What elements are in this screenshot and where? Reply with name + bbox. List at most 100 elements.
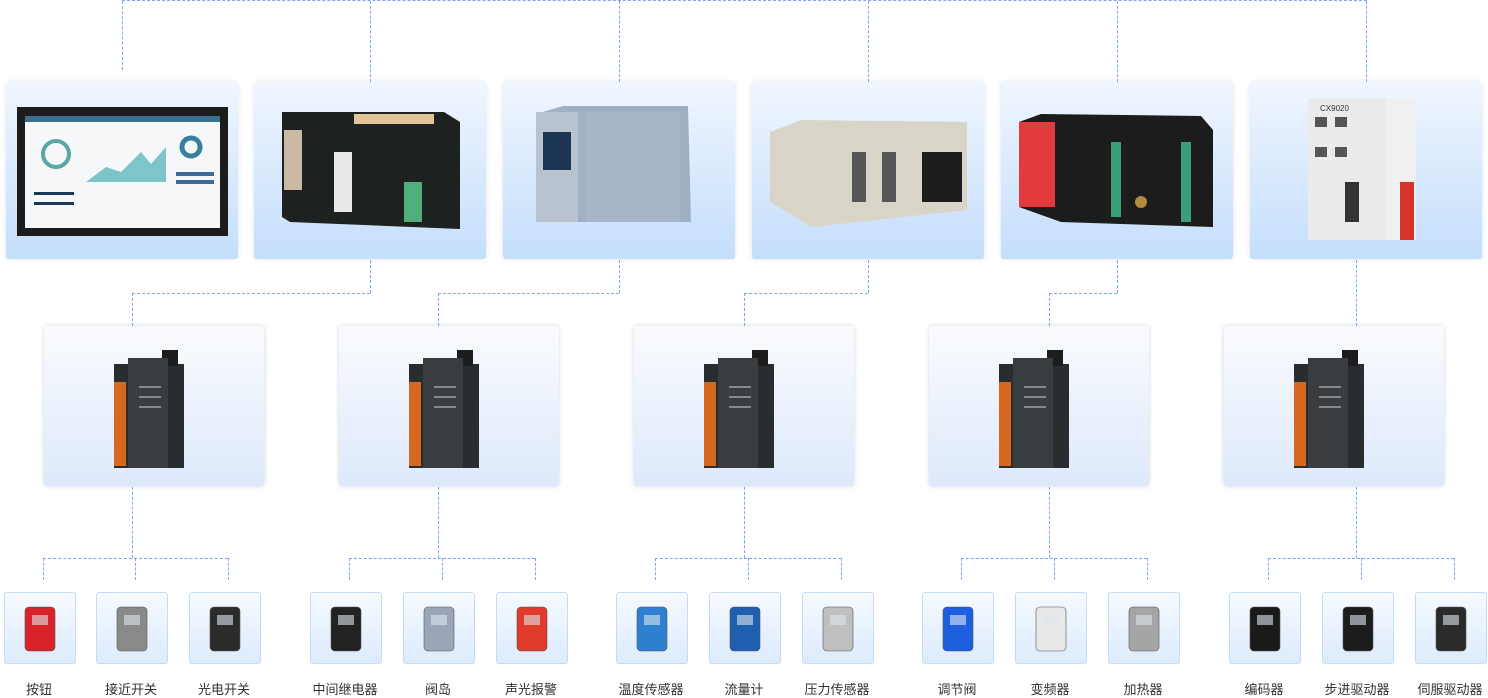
connector-line (619, 1, 620, 82)
rack-red-device-image (1001, 82, 1233, 263)
connector-line (961, 558, 962, 580)
connector-line (349, 558, 350, 580)
field-device-image (710, 593, 780, 667)
connector-line (1117, 260, 1118, 293)
connector-line (135, 558, 136, 580)
field-device-card[interactable] (922, 592, 994, 664)
connector-line (744, 487, 745, 558)
field-device-label: 步进驱动器 (1324, 683, 1390, 698)
field-device-card[interactable] (709, 592, 781, 664)
field-device-image (923, 593, 993, 667)
connector-line (1147, 558, 1148, 580)
connector-line (1366, 1, 1367, 82)
field-device-label: 中间继电器 (312, 683, 378, 698)
connector-line (1356, 487, 1357, 558)
connector-line (1356, 260, 1357, 326)
field-device-label: 温度传感器 (618, 683, 684, 698)
io-module-image (339, 326, 559, 490)
connector-line (1049, 487, 1050, 558)
field-device-card[interactable] (1229, 592, 1301, 664)
connector-line (438, 487, 439, 558)
field-device-label: 调节阀 (937, 683, 977, 698)
field-device-label: 伺服驱动器 (1417, 683, 1483, 698)
field-device-card[interactable] (4, 592, 76, 664)
field-device-image (1109, 593, 1179, 667)
field-device-image (311, 593, 381, 667)
field-device-image (1230, 593, 1300, 667)
field-device-card[interactable] (403, 592, 475, 664)
io-module-4-card[interactable] (929, 326, 1149, 486)
connector-line (1049, 293, 1117, 294)
connector-line (1268, 558, 1269, 580)
connector-line (370, 260, 371, 293)
io-module-3-card[interactable] (634, 326, 854, 486)
connector-line (748, 558, 749, 580)
connector-line (132, 293, 370, 294)
connector-line (438, 293, 439, 326)
beige-device-image (752, 82, 984, 263)
connector-line (1361, 558, 1362, 580)
field-device-image (97, 593, 167, 667)
field-device-image (617, 593, 687, 667)
field-device-card[interactable] (1415, 592, 1487, 664)
connector-line (1454, 558, 1455, 580)
connector-line (122, 1, 123, 70)
io-module-image (44, 326, 264, 490)
connector-line (438, 293, 619, 294)
plc-rack-red-card[interactable] (1001, 82, 1233, 259)
field-device-label: 加热器 (1123, 683, 1163, 698)
embedded-pc-card[interactable]: CX9020 (1250, 82, 1482, 259)
connector-line (655, 558, 656, 580)
io-module-2-card[interactable] (339, 326, 559, 486)
field-device-image (1416, 593, 1486, 667)
field-device-image (1016, 593, 1086, 667)
plc-rack-1-card[interactable] (254, 82, 486, 259)
field-device-card[interactable] (310, 592, 382, 664)
io-module-5-card[interactable] (1224, 326, 1444, 486)
field-device-card[interactable] (96, 592, 168, 664)
connector-line (744, 293, 868, 294)
field-device-card[interactable] (616, 592, 688, 664)
field-device-image (404, 593, 474, 667)
connector-line (1049, 293, 1050, 326)
field-device-card[interactable] (496, 592, 568, 664)
field-device-label: 流量计 (724, 683, 764, 698)
connector-line (841, 558, 842, 580)
field-device-label: 光电开关 (197, 683, 250, 698)
io-module-1-card[interactable] (44, 326, 264, 486)
grey-plc-device-image (503, 82, 735, 263)
connector-line (535, 558, 536, 580)
field-device-image (190, 593, 260, 667)
field-device-image (497, 593, 567, 667)
io-module-image (929, 326, 1149, 490)
embedded-device-image: CX9020 (1250, 82, 1482, 263)
field-device-card[interactable] (1108, 592, 1180, 664)
field-device-label: 变频器 (1030, 683, 1070, 698)
field-device-card[interactable] (189, 592, 261, 664)
field-device-card[interactable] (1015, 592, 1087, 664)
field-device-label: 阀岛 (424, 683, 451, 698)
connector-line (132, 487, 133, 558)
connector-line (619, 260, 620, 293)
field-device-label: 编码器 (1244, 683, 1284, 698)
connector-line (370, 1, 371, 82)
io-module-image (634, 326, 854, 490)
field-device-label: 声光报警 (504, 683, 557, 698)
field-device-label: 接近开关 (104, 683, 157, 698)
field-device-image (5, 593, 75, 667)
connector-line (744, 293, 745, 326)
field-device-image (1323, 593, 1393, 667)
field-device-card[interactable] (802, 592, 874, 664)
connector-line (132, 293, 133, 326)
svg-text:CX9020: CX9020 (1320, 104, 1349, 113)
plc-compact-card[interactable] (503, 82, 735, 259)
io-module-image (1224, 326, 1444, 490)
field-device-card[interactable] (1322, 592, 1394, 664)
connector-line (43, 558, 44, 580)
field-device-label: 按钮 (25, 683, 52, 698)
plc-modular-beige-card[interactable] (752, 82, 984, 259)
field-device-image (803, 593, 873, 667)
connector-line (1054, 558, 1055, 580)
connector-line (228, 558, 229, 580)
hmi-touch-panel-card[interactable] (6, 82, 238, 259)
